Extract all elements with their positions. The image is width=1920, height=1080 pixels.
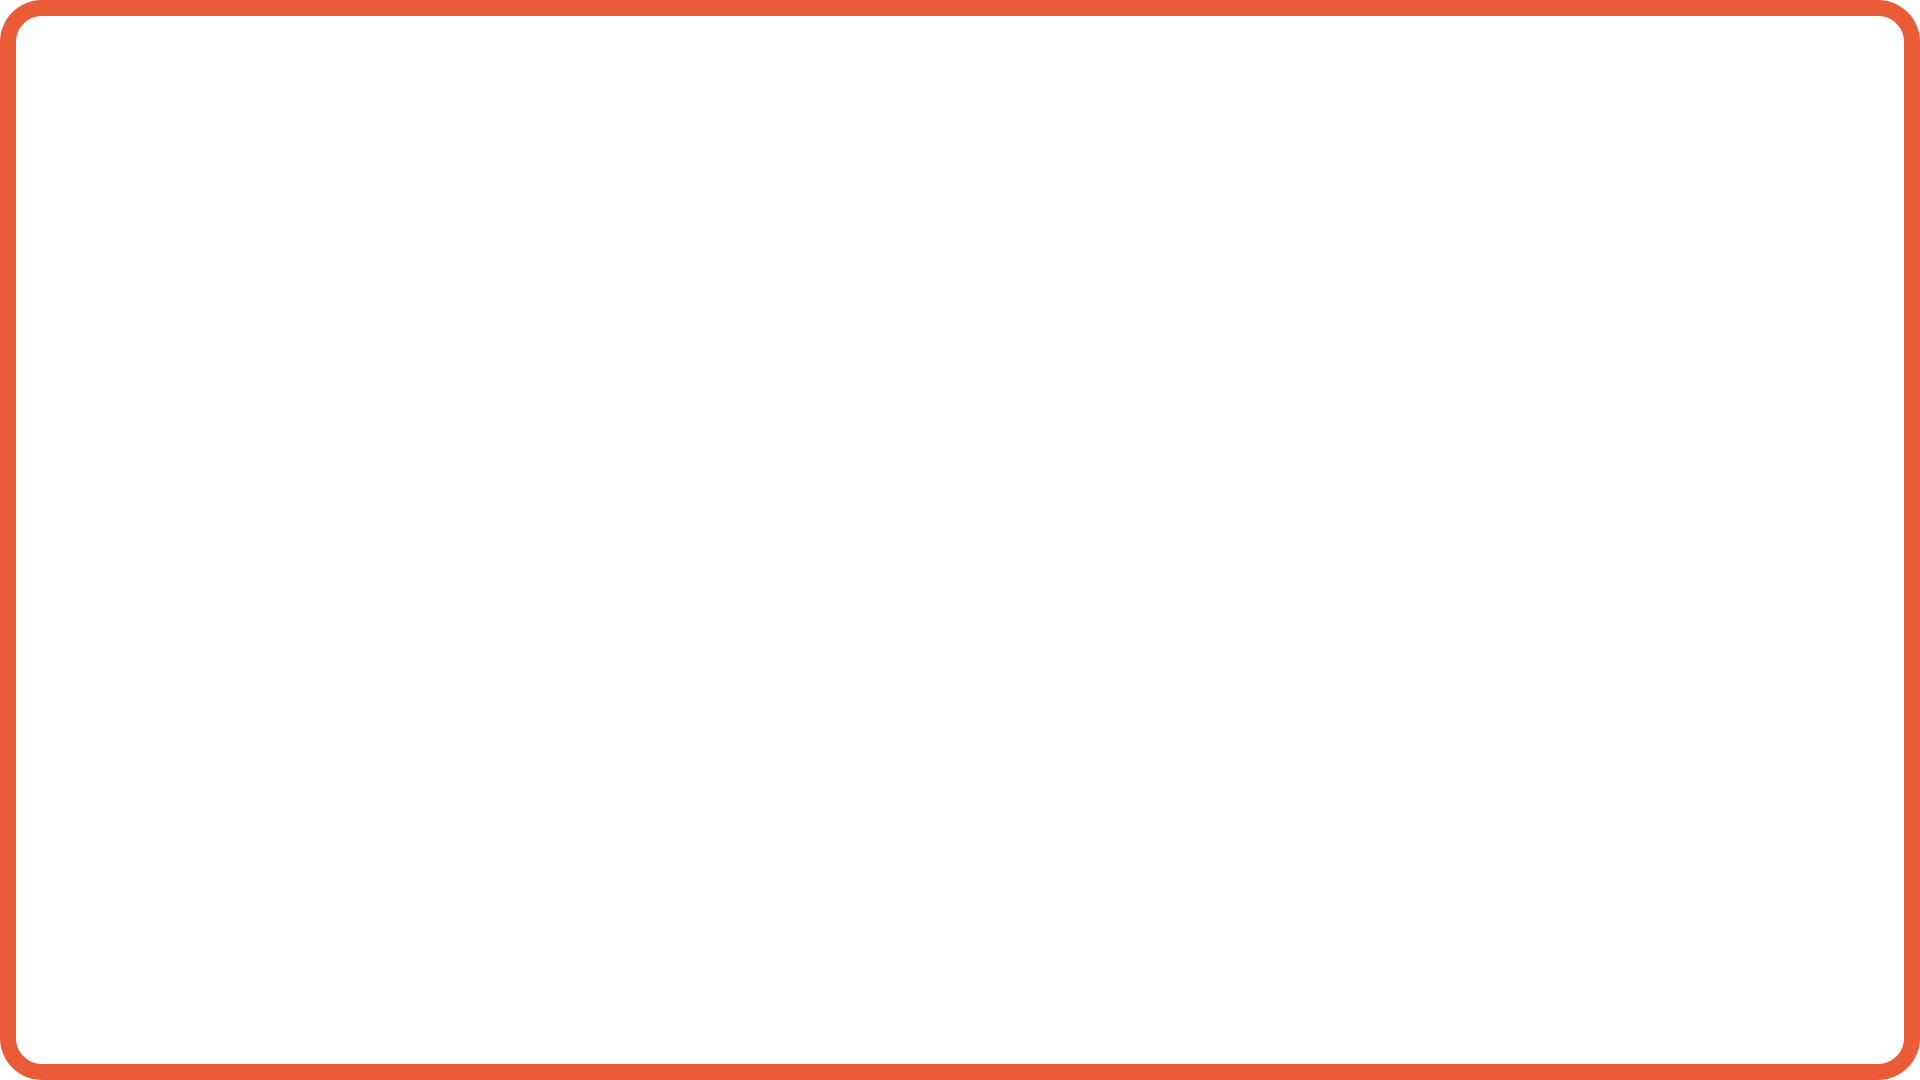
part-hex-nut-upper-left bbox=[490, 147, 522, 177]
brake-assembly-svg bbox=[16, 16, 1904, 1064]
part-caliper-bleeder-cap bbox=[666, 101, 708, 152]
part-caliper-piston bbox=[969, 264, 1052, 354]
diagram-canvas bbox=[16, 16, 1904, 1064]
part-guide-pin-boot-lower bbox=[1274, 285, 1320, 330]
part-guide-pin-boot-upper bbox=[1191, 173, 1236, 218]
